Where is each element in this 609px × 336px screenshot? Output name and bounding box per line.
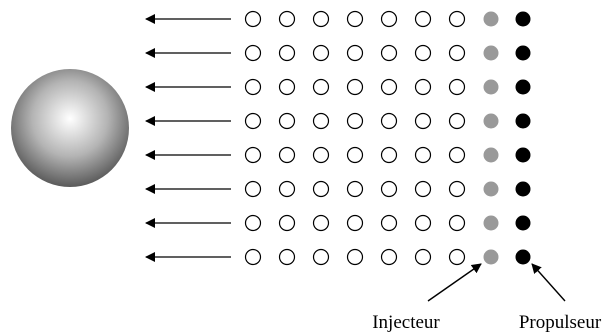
- hollow-particle: [312, 180, 330, 198]
- propulsor-particle: [515, 113, 531, 129]
- injector-particle: [483, 11, 499, 27]
- hollow-particle: [312, 112, 330, 130]
- hollow-particle: [448, 44, 466, 62]
- hollow-particle: [244, 44, 262, 62]
- hollow-particle: [312, 214, 330, 232]
- hollow-particle: [414, 214, 432, 232]
- hollow-particle: [380, 146, 398, 164]
- propulsor-label: Propulseur: [519, 312, 602, 333]
- hollow-particle: [448, 180, 466, 198]
- hollow-particle: [312, 146, 330, 164]
- hollow-particle: [448, 78, 466, 96]
- hollow-particle: [312, 44, 330, 62]
- hollow-particle: [380, 44, 398, 62]
- hollow-particle: [278, 112, 296, 130]
- hollow-particle: [380, 248, 398, 266]
- hollow-particle: [312, 10, 330, 28]
- hollow-particle: [244, 10, 262, 28]
- hollow-particle: [448, 10, 466, 28]
- hollow-particle: [278, 44, 296, 62]
- target-sphere: [11, 69, 129, 187]
- hollow-particle: [414, 78, 432, 96]
- hollow-particle: [244, 180, 262, 198]
- hollow-particle: [346, 10, 364, 28]
- injector-particle: [483, 45, 499, 61]
- injector-particle: [483, 113, 499, 129]
- propulsor-particle: [515, 79, 531, 95]
- injector-particle: [483, 79, 499, 95]
- hollow-particle: [346, 214, 364, 232]
- hollow-particle: [278, 78, 296, 96]
- hollow-particle: [278, 180, 296, 198]
- hollow-particle: [414, 112, 432, 130]
- hollow-particle: [448, 248, 466, 266]
- hollow-particle: [380, 78, 398, 96]
- propulsor-particle: [515, 45, 531, 61]
- hollow-particle: [448, 112, 466, 130]
- beam-arrows: [145, 14, 231, 262]
- hollow-particle: [380, 10, 398, 28]
- hollow-particle: [278, 146, 296, 164]
- hollow-particle: [380, 112, 398, 130]
- hollow-particle: [414, 146, 432, 164]
- hollow-particle: [414, 180, 432, 198]
- hollow-particle: [414, 248, 432, 266]
- hollow-particle: [244, 214, 262, 232]
- hollow-particle: [312, 248, 330, 266]
- injector-particle: [483, 249, 499, 265]
- propulsor-pointer-arrow: [531, 263, 566, 302]
- hollow-particle: [278, 214, 296, 232]
- hollow-particle: [244, 146, 262, 164]
- injector-particle: [483, 181, 499, 197]
- hollow-particle: [278, 248, 296, 266]
- hollow-particle: [244, 248, 262, 266]
- injector-particle: [483, 147, 499, 163]
- hollow-particle: [448, 214, 466, 232]
- injector-particle: [483, 215, 499, 231]
- hollow-particle: [312, 78, 330, 96]
- hollow-particle: [346, 146, 364, 164]
- hollow-particle: [346, 112, 364, 130]
- hollow-particle: [380, 214, 398, 232]
- hollow-particle: [244, 78, 262, 96]
- hollow-particle: [414, 10, 432, 28]
- propulsor-particle: [515, 11, 531, 27]
- particle-grid: [244, 10, 531, 266]
- hollow-particle: [346, 180, 364, 198]
- hollow-particle: [278, 10, 296, 28]
- hollow-particle: [448, 146, 466, 164]
- hollow-particle: [380, 180, 398, 198]
- injector-pointer-arrow: [427, 263, 482, 302]
- injector-label: Injecteur: [372, 312, 440, 333]
- hollow-particle: [346, 78, 364, 96]
- hollow-particle: [346, 44, 364, 62]
- hollow-particle: [414, 44, 432, 62]
- propulsor-particle: [515, 215, 531, 231]
- propulsor-particle: [515, 147, 531, 163]
- hollow-particle: [244, 112, 262, 130]
- propulsor-particle: [515, 249, 531, 265]
- hollow-particle: [346, 248, 364, 266]
- propulsor-particle: [515, 181, 531, 197]
